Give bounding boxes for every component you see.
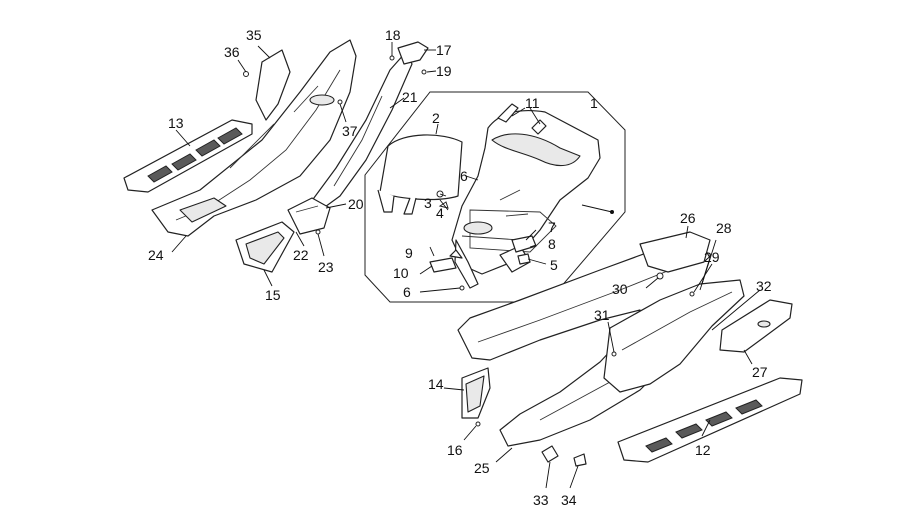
callout-16: 16 [447, 442, 463, 458]
part-28-rear-lower-body [603, 239, 761, 393]
callout-15: 15 [265, 287, 281, 303]
callout-12: 12 [695, 442, 711, 458]
part-17-top-bracket [389, 41, 437, 75]
callout-25: 25 [474, 460, 490, 476]
part-14-vent-cover [443, 367, 491, 441]
callout-17: 17 [436, 42, 452, 58]
callout-33: 33 [533, 492, 549, 508]
callout-30: 30 [612, 281, 628, 297]
callout-35: 35 [246, 27, 262, 43]
part-2-cover-pad [377, 123, 463, 215]
callout-21: 21 [402, 89, 418, 105]
callout-24: 24 [148, 247, 164, 263]
callout-2: 2 [432, 110, 440, 126]
callout-8: 8 [548, 236, 556, 252]
part-24-left-side-panel [151, 39, 357, 253]
callout-28: 28 [716, 220, 732, 236]
part-20-lower-bracket [287, 99, 347, 257]
callout-23: 23 [318, 259, 334, 275]
callout-4: 4 [436, 205, 444, 221]
part-35-upper-panel [237, 45, 291, 121]
part-31-screw [607, 321, 617, 357]
callout-labels: 1 2 3 4 5 6 6 7 8 9 10 11 12 13 14 15 16… [148, 27, 772, 508]
callout-3: 3 [424, 195, 432, 211]
callout-1: 1 [590, 95, 598, 111]
callout-9: 9 [405, 245, 413, 261]
callout-37: 37 [342, 123, 358, 139]
frame-hardware [419, 175, 547, 293]
callout-29: 29 [704, 249, 720, 265]
callout-7: 7 [548, 219, 556, 235]
part-1-center-tunnel [451, 109, 614, 289]
part-11-clips [497, 103, 547, 135]
callout-20: 20 [348, 196, 364, 212]
callout-6a: 6 [460, 168, 468, 184]
callout-13: 13 [168, 115, 184, 131]
callout-10: 10 [393, 265, 409, 281]
part-26-upper-rail [639, 225, 711, 273]
callout-31: 31 [594, 307, 610, 323]
callout-14: 14 [428, 376, 444, 392]
callout-34: 34 [561, 492, 577, 508]
callout-32: 32 [756, 278, 772, 294]
callout-5: 5 [550, 257, 558, 273]
callout-22: 22 [293, 247, 309, 263]
part-12-right-footrest-mat [617, 377, 803, 463]
callout-27: 27 [752, 364, 768, 380]
callout-19: 19 [436, 63, 452, 79]
callout-11: 11 [525, 95, 540, 111]
callout-18: 18 [385, 27, 401, 43]
callout-26: 26 [680, 210, 696, 226]
callout-6b: 6 [403, 284, 411, 300]
part-33-34-hardware [541, 445, 587, 489]
callout-36: 36 [224, 44, 240, 60]
part-27-rear-cover [719, 299, 793, 365]
part-13-left-footrest-mat [123, 119, 253, 193]
part-15-grille-cover [235, 221, 295, 287]
